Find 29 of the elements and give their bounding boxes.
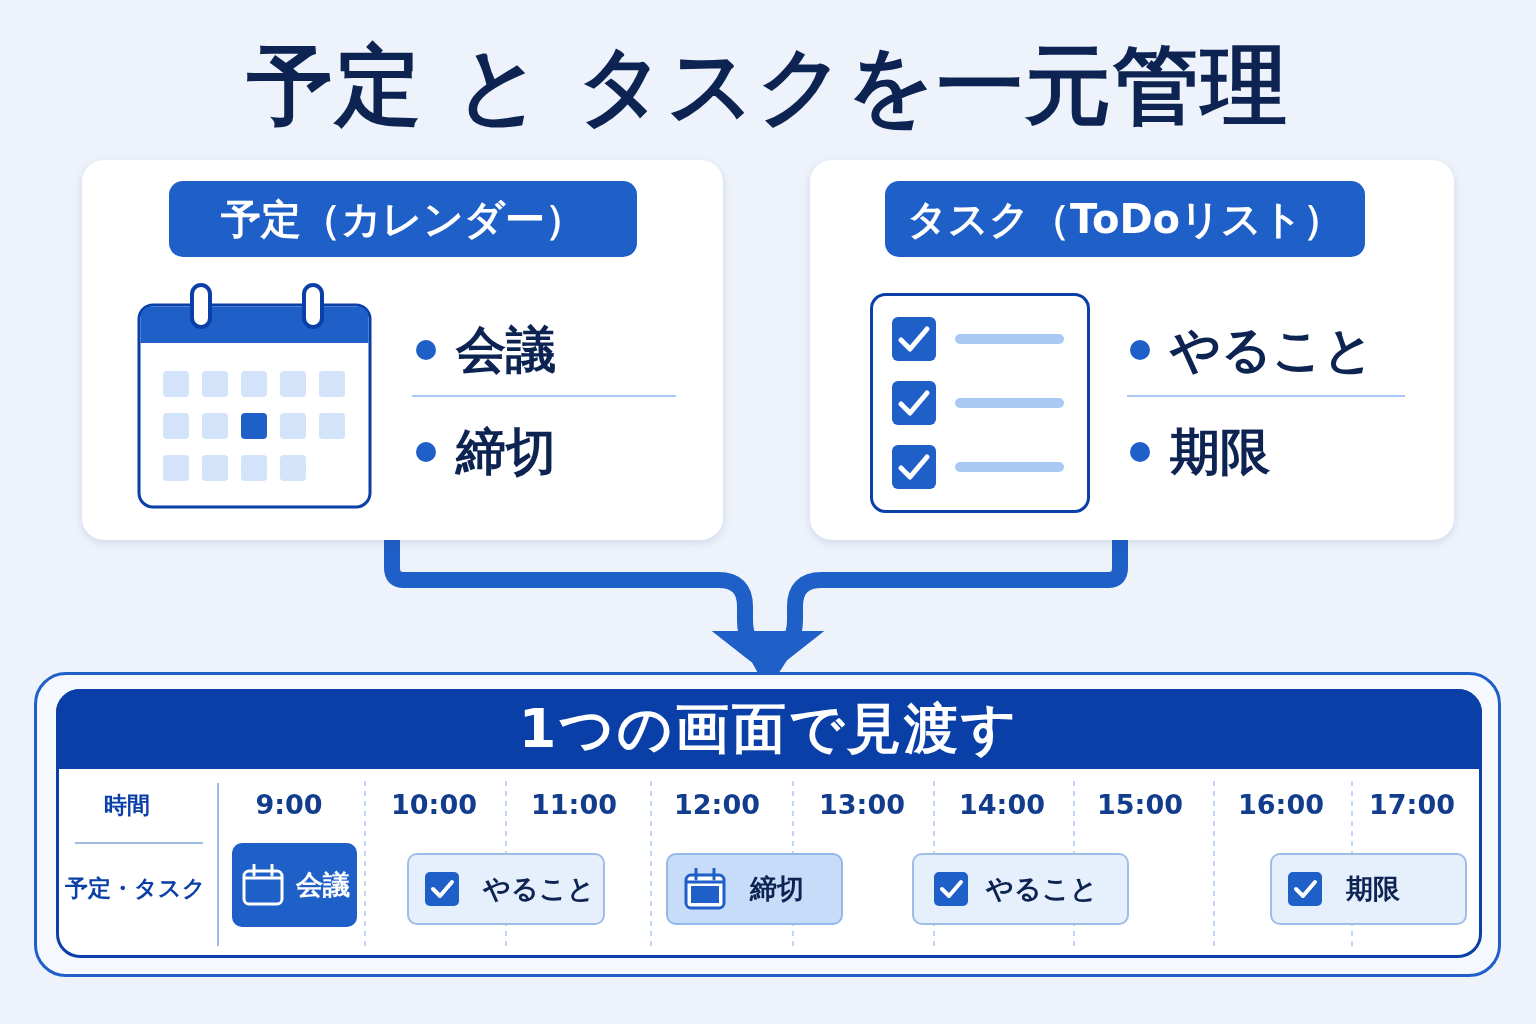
row-header: 時間 [103, 791, 151, 820]
event-label: やること [986, 872, 1098, 906]
list-item: 期限 [1126, 420, 1270, 484]
time-label: 11:00 [530, 788, 618, 822]
event-label: やること [483, 872, 595, 906]
time-label: 14:00 [958, 788, 1046, 822]
list-item: 会議 [412, 318, 556, 382]
panel-card [82, 160, 723, 540]
event-label: 締切 [750, 872, 804, 906]
heading-pill: 予定（カレンダー） [169, 181, 637, 257]
event-chip [232, 843, 357, 927]
event-chip [1270, 853, 1467, 925]
time-label: 12:00 [673, 788, 761, 822]
time-label: 13:00 [818, 788, 906, 822]
time-label: 15:00 [1096, 788, 1184, 822]
event-chip [407, 853, 605, 925]
time-label: 9:00 [254, 788, 324, 822]
event-chip [666, 853, 843, 925]
time-label: 10:00 [390, 788, 478, 822]
event-chip [912, 853, 1129, 925]
panel-card [810, 160, 1454, 540]
header-band: 1つの画面で見渡す [56, 689, 1482, 769]
event-label: 期限 [1346, 872, 1400, 906]
list-item: 締切 [412, 420, 556, 484]
event-label: 会議 [296, 868, 350, 902]
heading-pill: タスク（ToDoリスト） [885, 181, 1365, 257]
list-item: やること [1126, 318, 1374, 382]
row-header: 予定・タスク [63, 874, 207, 903]
title: 予定 と タスクを一元管理 [246, 34, 1290, 137]
